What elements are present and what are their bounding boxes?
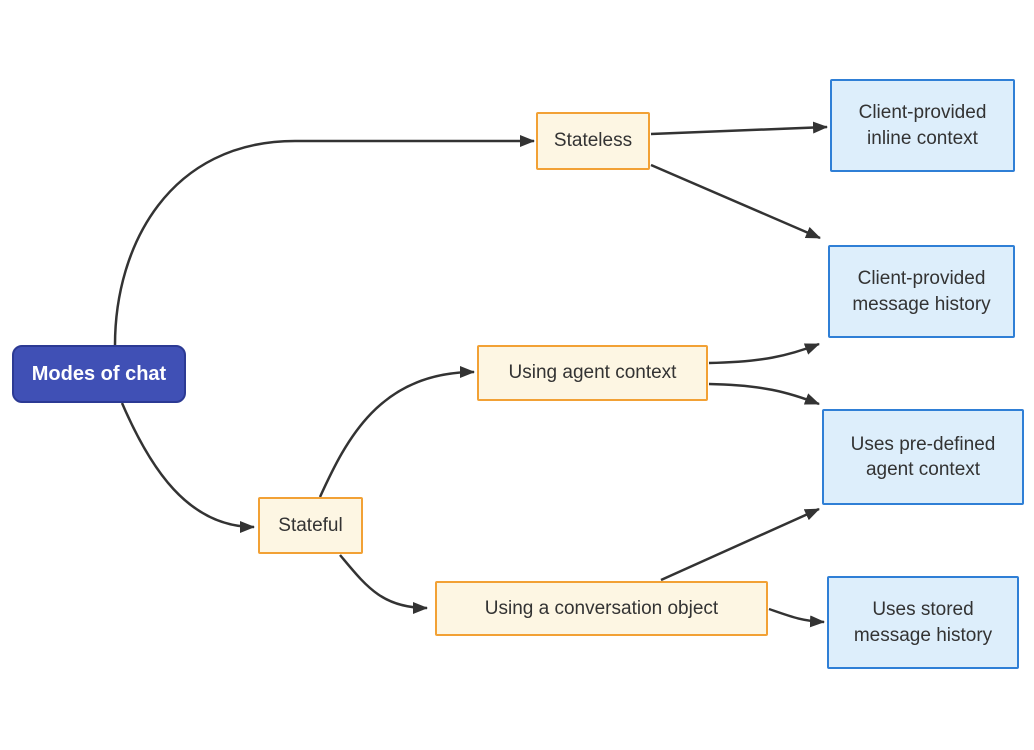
edge-conversation-pre-defined xyxy=(660,507,820,582)
node-uses-stored-message-history: Uses stored message history xyxy=(827,576,1019,669)
edge-stateful-agent-context xyxy=(318,366,475,498)
node-stateless: Stateless xyxy=(536,112,650,170)
node-stateful: Stateful xyxy=(258,497,363,554)
edge-stateless-client-inline xyxy=(650,121,828,136)
edge-root-stateful xyxy=(120,402,255,533)
edge-stateless-client-history xyxy=(650,163,821,240)
node-client-provided-inline-context: Client-provided inline context xyxy=(830,79,1015,172)
node-modes-of-chat: Modes of chat xyxy=(12,345,186,403)
edge-agent-context-client-history xyxy=(708,342,820,365)
node-using-agent-context: Using agent context xyxy=(477,345,708,401)
edge-agent-context-pre-defined xyxy=(708,382,820,406)
node-uses-pre-defined-agent-context: Uses pre-defined agent context xyxy=(822,409,1024,505)
edge-conversation-stored-history xyxy=(768,607,825,628)
node-client-provided-message-history: Client-provided message history xyxy=(828,245,1015,338)
node-using-conversation-object: Using a conversation object xyxy=(435,581,768,636)
edge-root-stateless xyxy=(113,135,535,346)
edge-stateful-conversation xyxy=(339,554,428,614)
